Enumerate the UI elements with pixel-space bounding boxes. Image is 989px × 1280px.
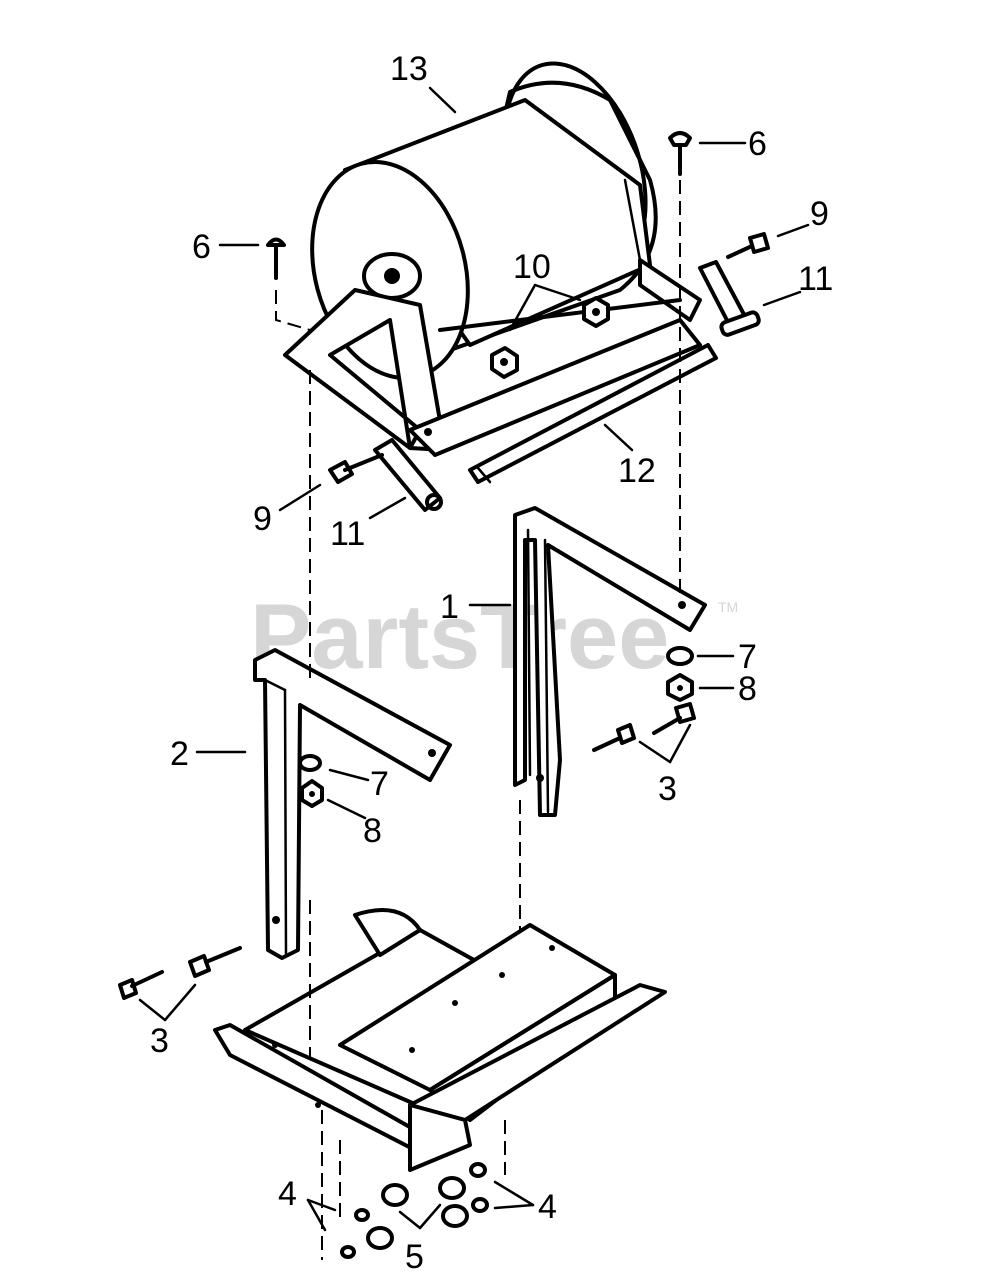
crank-handles (373, 260, 761, 512)
bottom-fasteners (340, 1162, 489, 1259)
callout-labels: 13 6 6 9 9 10 11 11 12 1 2 7 7 8 8 3 3 4… (150, 50, 833, 1276)
callout-9-left: 9 (253, 500, 272, 538)
watermark: PartsTree TM (250, 586, 738, 688)
rod (468, 343, 718, 484)
watermark-text: PartsTree (250, 586, 669, 688)
callout-4-right: 4 (538, 1188, 557, 1226)
callout-2: 2 (170, 735, 189, 773)
washers-and-nuts (298, 646, 694, 808)
callout-7-right: 7 (738, 638, 757, 676)
alignment-lines (275, 180, 681, 1260)
callout-1: 1 (440, 588, 459, 626)
callout-3-left: 3 (150, 1022, 169, 1060)
reel-frame (283, 258, 702, 457)
callout-5: 5 (405, 1238, 424, 1276)
callout-6-right: 6 (748, 125, 767, 163)
callout-11-left: 11 (330, 515, 365, 553)
carriage-bolts-top (266, 131, 692, 280)
callout-10: 10 (513, 248, 551, 286)
callout-4-left: 4 (278, 1175, 297, 1213)
mounting-bolts (118, 702, 696, 1000)
callout-9-right: 9 (810, 195, 829, 233)
hex-bolts (328, 232, 770, 484)
watermark-trademark: TM (718, 599, 738, 615)
upright-bracket-left (253, 648, 452, 960)
callout-13: 13 (390, 50, 428, 88)
leader-arrows (138, 86, 810, 1232)
callout-12: 12 (618, 452, 656, 490)
callout-8-right: 8 (738, 670, 757, 708)
callout-6-left: 6 (192, 228, 211, 266)
callout-11-right: 11 (798, 260, 833, 298)
callout-8-left: 8 (363, 812, 382, 850)
base-frame (213, 908, 667, 1172)
callout-3-right: 3 (658, 770, 677, 808)
reel-nuts (490, 296, 610, 379)
callout-7-left: 7 (370, 765, 389, 803)
upright-bracket-right (513, 506, 707, 817)
